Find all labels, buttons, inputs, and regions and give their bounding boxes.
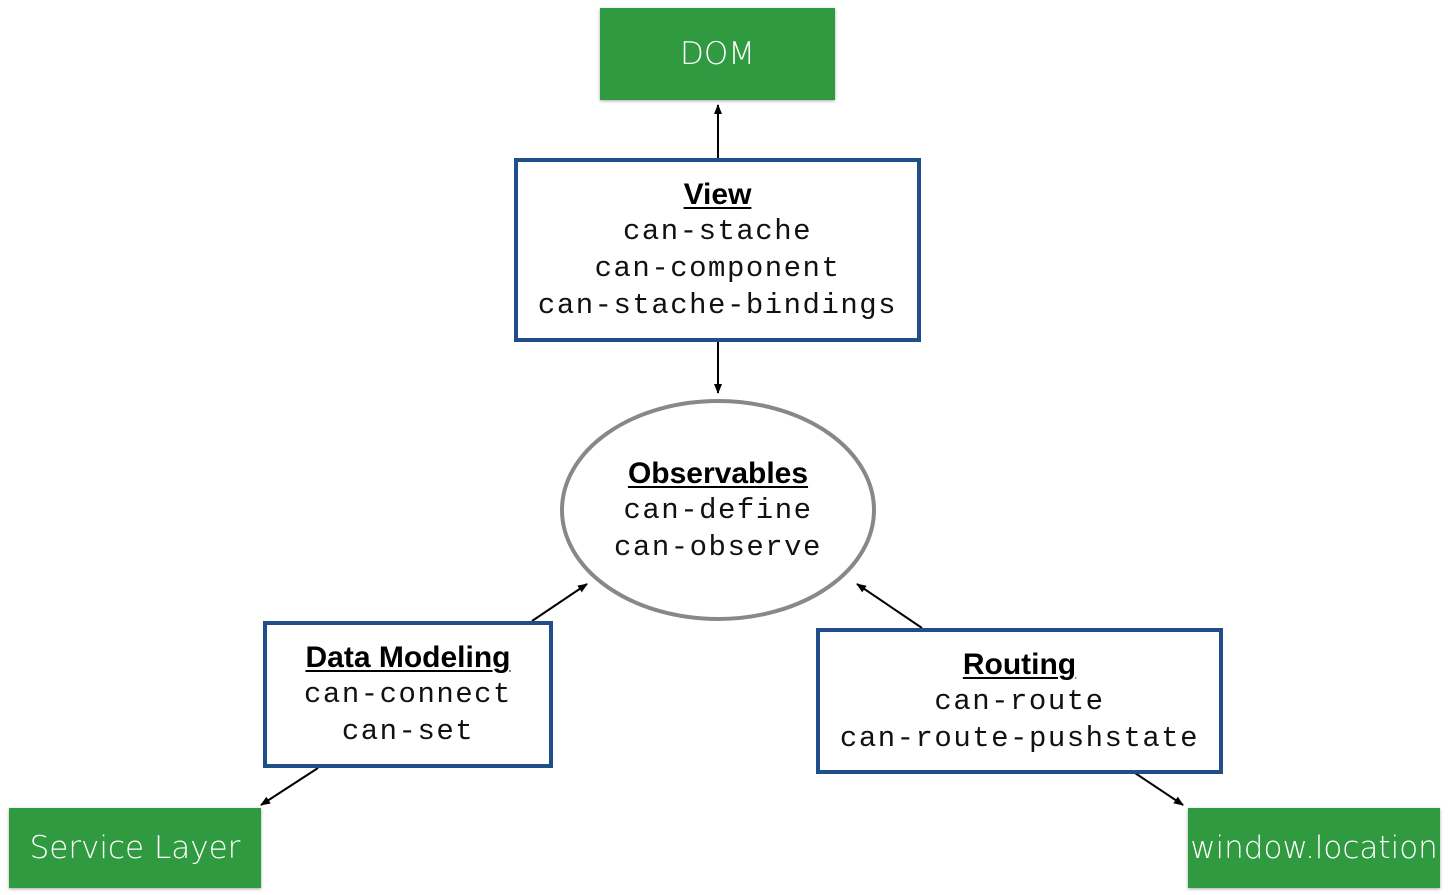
observables-item: can-observe: [614, 530, 822, 564]
window-location-label: window.location: [1190, 830, 1438, 866]
dom-label: DOM: [679, 36, 756, 72]
edge-datamodeling-to-servicelayer: [260, 767, 319, 806]
routing-title: Routing: [962, 647, 1077, 681]
observables-node: Observables can-define can-observe: [562, 401, 874, 619]
data-modeling-item: can-set: [341, 715, 475, 748]
data-modeling-item: can-connect: [304, 678, 512, 711]
data-modeling-node: Data Modeling can-connect can-set: [263, 621, 553, 768]
observables-item: can-define: [623, 493, 813, 527]
edge-datamodeling-to-observables: [531, 583, 588, 622]
service-layer-label: Service Layer: [29, 830, 241, 866]
view-node: View can-stache can-component can-stache…: [514, 158, 921, 342]
dom-node: DOM: [600, 8, 835, 100]
view-title: View: [683, 178, 752, 211]
routing-node: Routing can-route can-route-pushstate: [816, 628, 1223, 774]
view-item: can-stache-bindings: [537, 289, 898, 322]
edge-routing-to-observables: [856, 583, 923, 629]
edge-routing-to-windowlocation: [1134, 772, 1184, 806]
window-location-node: window.location: [1188, 808, 1440, 888]
routing-item: can-route-pushstate: [839, 721, 1200, 755]
observables-ellipse: [560, 399, 876, 621]
service-layer-node: Service Layer: [9, 808, 261, 888]
routing-item: can-route: [934, 684, 1105, 718]
data-modeling-title: Data Modeling: [305, 641, 511, 674]
view-item: can-component: [594, 252, 841, 285]
view-item: can-stache: [622, 215, 813, 248]
observables-title: Observables: [627, 456, 809, 490]
